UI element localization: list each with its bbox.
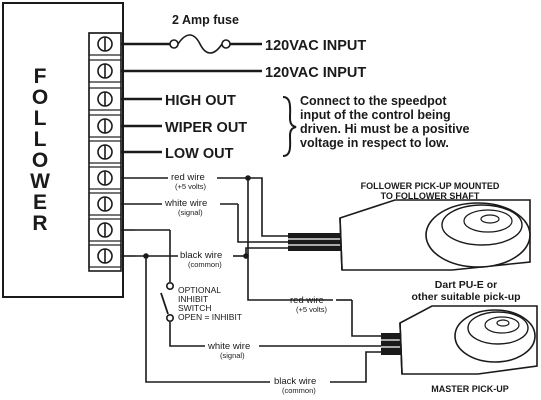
high-out-label: HIGH OUT bbox=[165, 93, 236, 109]
inhibit-label-line: OPEN = INHIBIT bbox=[178, 312, 242, 322]
controller-letter: O bbox=[32, 149, 48, 172]
dart-label: Dart PU-E or bbox=[435, 279, 497, 291]
follower-red-wire-label: red wire bbox=[171, 172, 205, 183]
controller-letter: F bbox=[34, 65, 47, 88]
switch-contact-icon bbox=[166, 313, 175, 322]
master-white-wire-sub: (signal) bbox=[220, 351, 245, 360]
controller-letter: L bbox=[34, 107, 47, 130]
inhibit-label-line: SWITCH bbox=[178, 303, 212, 313]
controller-letter: W bbox=[30, 170, 50, 193]
brace bbox=[282, 96, 297, 157]
terminal-5[interactable] bbox=[88, 140, 122, 164]
terminal-1[interactable] bbox=[88, 32, 122, 56]
terminal-screws bbox=[88, 32, 122, 268]
note-line: voltage in respect to low. bbox=[300, 136, 449, 150]
fuse-label: 2 Amp fuse bbox=[172, 13, 239, 27]
note-line: Connect to the speedpot bbox=[300, 94, 447, 108]
master-black-wire-sub: (common) bbox=[282, 386, 316, 395]
note-line: input of the control being bbox=[300, 108, 451, 122]
dart-label: other suitable pick-up bbox=[411, 291, 520, 303]
note-line: driven. Hi must be a positive bbox=[300, 122, 470, 136]
master-red-wire-sub: (+5 volts) bbox=[296, 305, 328, 314]
terminal-4[interactable] bbox=[88, 114, 122, 138]
follower-red-wire-sub: (+5 volts) bbox=[175, 182, 207, 191]
low-out-label: LOW OUT bbox=[165, 146, 234, 162]
controller-label: F O L L O W E R bbox=[30, 65, 50, 235]
ac-input-label-1: 120VAC INPUT bbox=[265, 38, 366, 54]
follower-white-wire-sub: (signal) bbox=[178, 208, 203, 217]
wiper-out-label: WIPER OUT bbox=[165, 120, 247, 136]
inhibit-label-line: INHIBIT bbox=[178, 294, 208, 304]
follower-cable-stripes bbox=[288, 238, 346, 246]
follower-white-wire-label: white wire bbox=[164, 198, 207, 209]
master-white-wire-label: white wire bbox=[207, 341, 250, 352]
controller-letter: R bbox=[32, 212, 47, 235]
master-red-wire-label: red wire bbox=[290, 295, 324, 306]
fuse-icon bbox=[177, 34, 223, 54]
master-pickup-label: MASTER PICK-UP bbox=[431, 384, 509, 394]
switch-contact-icon bbox=[166, 281, 175, 290]
inhibit-label-line: OPTIONAL bbox=[178, 285, 221, 295]
ac-input-label-2: 120VAC INPUT bbox=[265, 65, 366, 81]
follower-black-wire-label: black wire bbox=[180, 250, 222, 261]
inhibit-switch-lever[interactable] bbox=[160, 292, 169, 315]
terminal-2[interactable] bbox=[88, 59, 122, 83]
master-black-wire-label: black wire bbox=[274, 376, 316, 387]
follower-pickup-label: TO FOLLOWER SHAFT bbox=[381, 191, 480, 201]
speedpot-note: Connect to the speedpot input of the con… bbox=[300, 94, 470, 150]
master-cable bbox=[381, 333, 405, 355]
controller-letter: E bbox=[33, 191, 47, 214]
follower-black-wire-sub: (common) bbox=[188, 260, 222, 269]
follower-pickup-device bbox=[339, 199, 531, 271]
controller-letter: L bbox=[34, 128, 47, 151]
controller-letter: O bbox=[32, 86, 48, 109]
follower-cable bbox=[288, 233, 346, 251]
follower-pickup-label: FOLLOWER PICK-UP MOUNTED bbox=[361, 181, 500, 191]
master-pickup-device bbox=[399, 305, 538, 375]
